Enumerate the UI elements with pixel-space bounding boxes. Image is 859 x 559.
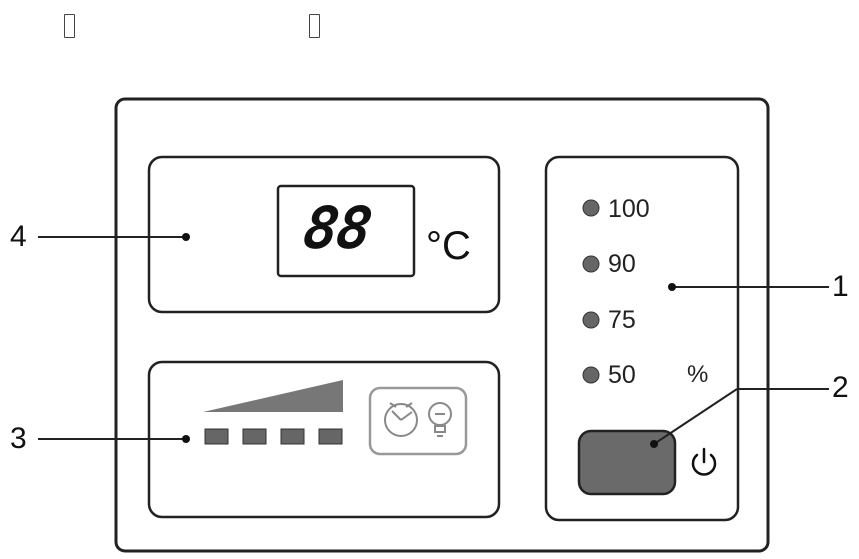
step-indicator-2: [242, 428, 267, 445]
level-label-100: 100: [608, 195, 650, 223]
callout-3: 3: [10, 422, 27, 455]
bulb-icon: [428, 402, 452, 437]
level-label-50: 50: [608, 361, 636, 389]
percent-sign: %: [687, 361, 709, 388]
missing-glyph-left: [64, 14, 75, 38]
led-50: [582, 366, 600, 384]
step-indicator-1: [204, 428, 229, 445]
missing-glyph-right: [309, 14, 320, 38]
level-label-75: 75: [608, 306, 636, 334]
power-module: [544, 155, 740, 522]
temperature-unit: °C: [426, 224, 471, 268]
led-75: [582, 311, 600, 329]
ramp-icon: [203, 380, 343, 412]
callout-4: 4: [10, 220, 27, 253]
step-indicator-3: [280, 428, 305, 445]
led-100: [582, 199, 600, 217]
power-icon: [691, 447, 717, 476]
step-indicator-4: [318, 428, 343, 445]
led-90: [582, 255, 600, 273]
power-button: [577, 429, 677, 496]
temperature-digits: 88: [299, 194, 375, 262]
callout-1: 1: [832, 270, 849, 303]
leader-2: [653, 388, 738, 445]
callout-2: 2: [832, 371, 849, 404]
digit-window: [276, 184, 416, 278]
clock-icon: [384, 402, 418, 437]
level-label-90: 90: [608, 250, 636, 278]
